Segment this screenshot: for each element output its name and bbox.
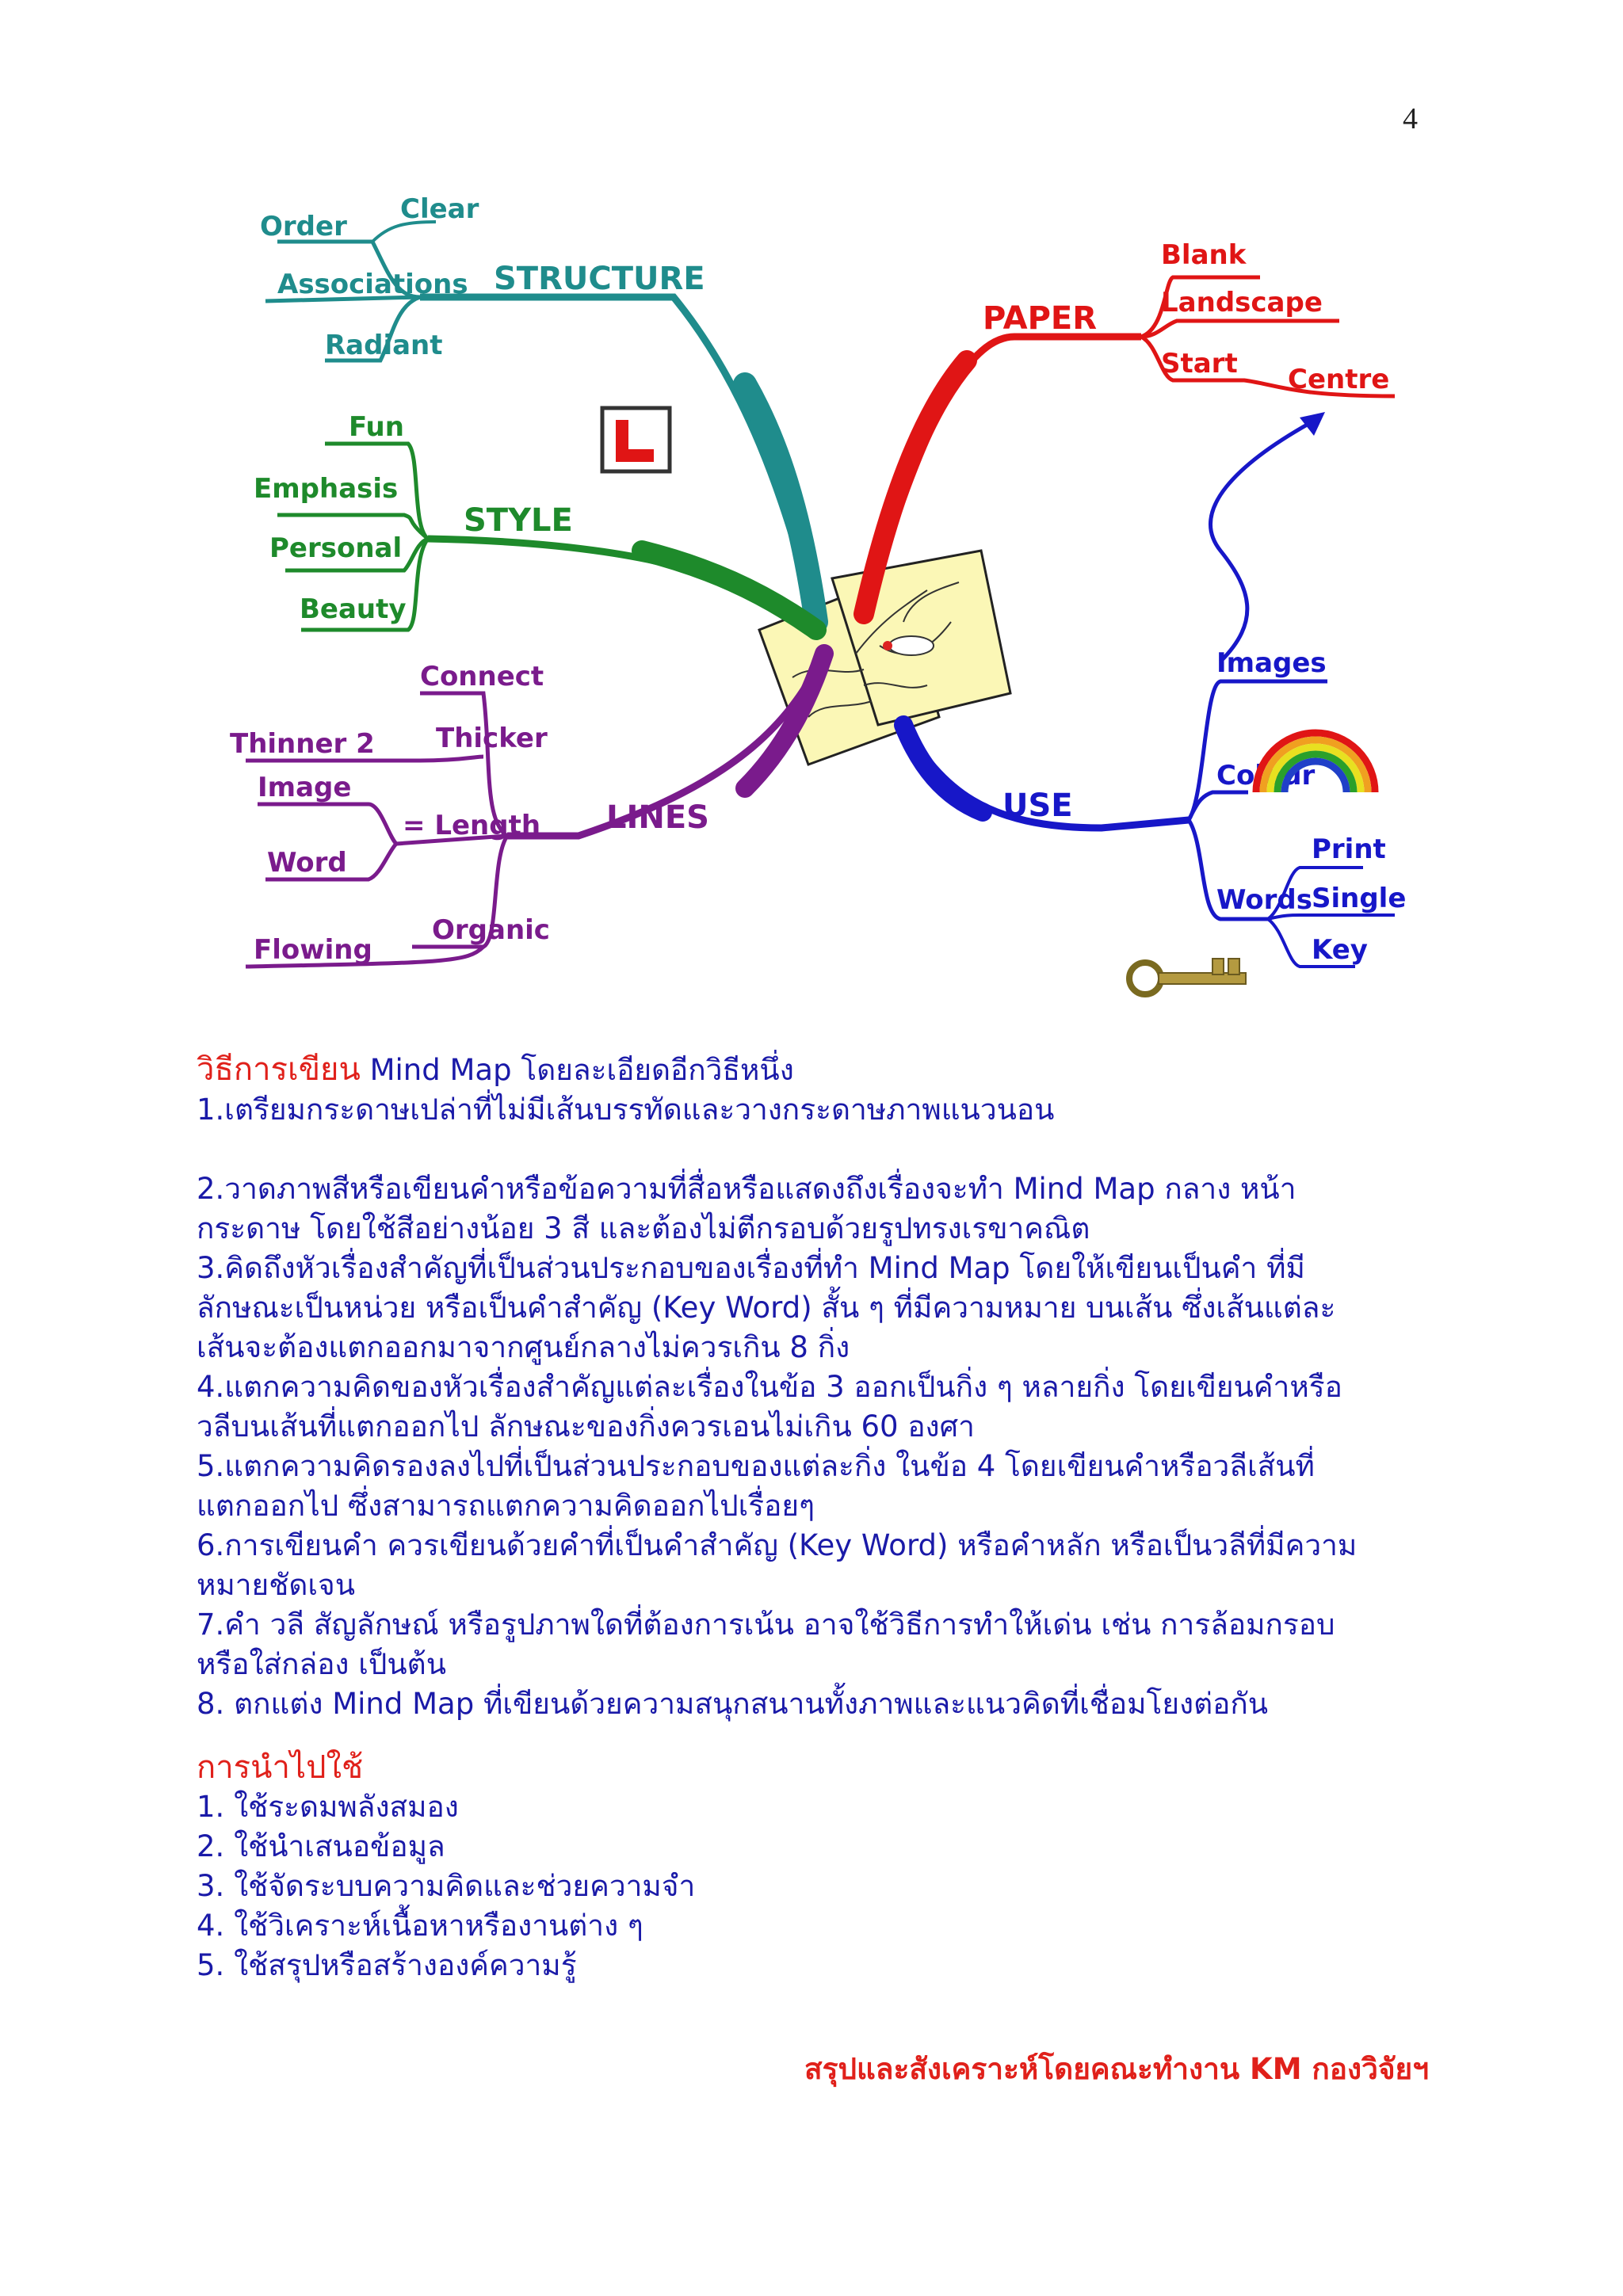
use-item-print: Print (1312, 833, 1386, 865)
curved-arrow (1209, 418, 1317, 663)
use-item-words: Words (1216, 884, 1312, 916)
step-line: 8. ตกแต่ง Mind Map ที่เขียนด้วยความสนุกส… (197, 1687, 1269, 1721)
paper-item-blank: Blank (1161, 239, 1247, 271)
usage-item: 1. ใช้ระดมพลังสมอง (197, 1790, 459, 1824)
paper-title: PAPER (983, 300, 1097, 337)
structure-item-associations: Associations (277, 269, 468, 300)
usage-item: 4. ใช้วิเคราะห์เนื้อหาหรืองานต่าง ๆ (197, 1909, 643, 1943)
step-line: 6.การเขียนคำ ควรเขียนด้วยคำที่เป็นคำสำคั… (197, 1528, 1358, 1562)
use-item-images: Images (1216, 647, 1327, 679)
paper-item-landscape: Landscape (1161, 287, 1323, 318)
use-item-key: Key (1312, 934, 1368, 966)
style-item-beauty: Beauty (300, 593, 407, 625)
structure-item-clear: Clear (400, 193, 479, 225)
lines-item-word: Word (267, 847, 347, 879)
rainbow-image (1252, 729, 1379, 793)
lines-item-length: = Length (403, 810, 540, 841)
step-line: ลักษณะเป็นหน่วย หรือเป็นคำสำคัญ (Key Wor… (197, 1291, 1336, 1325)
lines-item-thicker: Thicker (436, 723, 548, 754)
step-line: เส้นจะต้องแตกออกมาจากศูนย์กลางไม่ควรเกิน… (197, 1330, 850, 1364)
paper-item-centre: Centre (1288, 364, 1389, 395)
step-line: 4.แตกความคิดของหัวเรื่องสำคัญแต่ละเรื่อง… (197, 1370, 1342, 1404)
usage-item: 2. ใช้นำเสนอข้อมูล (197, 1829, 445, 1863)
footer-credit: สรุปและสังเคราะห์โดยคณะทำงาน KM กองวิจัย… (804, 2052, 1429, 2086)
lines-item-organic: Organic (432, 914, 550, 946)
lines-item-flowing: Flowing (254, 934, 372, 966)
step-line: วลีบนเส้นที่แตกออกไป ลักษณะของกิ่งควรเอน… (197, 1409, 975, 1444)
usage-item: 3. ใช้จัดระบบความคิดและช่วยความจำ (197, 1869, 696, 1903)
lines-item-image: Image (258, 772, 351, 803)
usage-item: 5. ใช้สรุปหรือสร้างองค์ความรู้ (197, 1948, 577, 1982)
use-title: USE (1002, 788, 1073, 824)
step-line: 2.วาดภาพสีหรือเขียนคำหรือข้อความที่สื่อห… (197, 1172, 1296, 1206)
method-heading-rest: Mind Map โดยละเอียดอีกวิธีหนึ่ง (360, 1053, 794, 1087)
style-item-emphasis: Emphasis (254, 473, 398, 505)
style-item-personal: Personal (269, 532, 402, 564)
structure-item-radiant: Radiant (325, 330, 443, 361)
page-number: 4 (1403, 102, 1418, 135)
key-image (1126, 958, 1247, 997)
lines-item-connect: Connect (420, 661, 544, 692)
step-line: 3.คิดถึงหัวเรื่องสำคัญที่เป็นส่วนประกอบข… (197, 1251, 1305, 1285)
style-item-fun: Fun (349, 411, 404, 443)
step-line: แตกออกไป ซึ่งสามารถแตกความคิดออกไปเรื่อย… (197, 1489, 815, 1523)
mind-map-illustration: STRUCTURE Order Clear Associations Radia… (190, 178, 1450, 1034)
step-line: 7.คำ วลี สัญลักษณ์ หรือรูปภาพใดที่ต้องกา… (197, 1608, 1335, 1642)
method-heading-red: วิธีการเขียน (197, 1051, 361, 1088)
lines-title: LINES (606, 799, 709, 836)
learner-l-plate-image (600, 406, 672, 474)
lines-item-thinner: Thinner 2 (230, 728, 375, 760)
style-title: STYLE (464, 502, 573, 539)
structure-item-order: Order (260, 211, 347, 242)
method-heading: วิธีการเขียน Mind Map โดยละเอียดอีกวิธีห… (197, 1050, 1433, 1090)
step-line: หรือใส่กล่อง เป็นต้น (197, 1647, 447, 1681)
step-line: 5.แตกความคิดรองลงไปที่เป็นส่วนประกอบของแ… (197, 1449, 1315, 1483)
structure-title: STRUCTURE (494, 261, 705, 297)
usage-heading: การนำไปใช้ (197, 1749, 364, 1786)
step-line: หมายชัดเจน (197, 1568, 355, 1602)
step-line: กระดาษ โดยใช้สีอย่างน้อย 3 สี และต้องไม่… (197, 1211, 1090, 1245)
paper-item-start: Start (1161, 348, 1238, 379)
use-item-single: Single (1312, 883, 1406, 914)
document-body: วิธีการเขียน Mind Map โดยละเอียดอีกวิธีห… (197, 1050, 1433, 1985)
step-line: 1.เตรียมกระดาษเปล่าที่ไม่มีเส้นบรรทัดและ… (197, 1093, 1055, 1127)
